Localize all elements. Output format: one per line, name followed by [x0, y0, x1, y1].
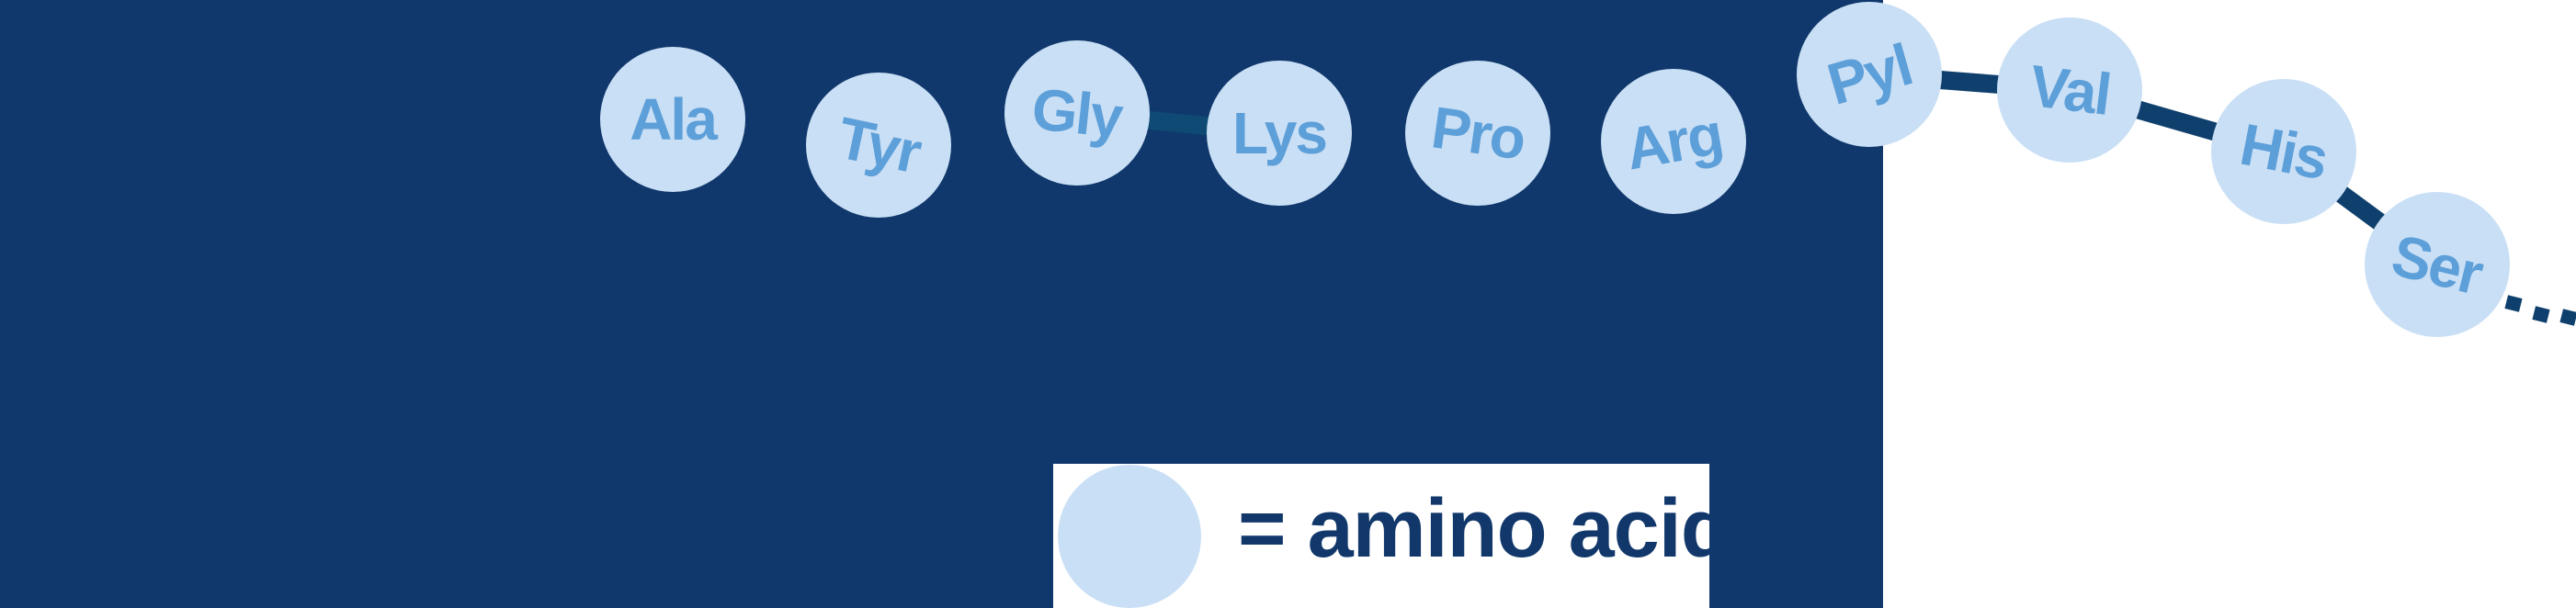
- amino-acid-symbol: [1058, 465, 1201, 608]
- legend-label: = amino acid: [1238, 483, 1709, 575]
- dotted-tail-dash: [2504, 295, 2523, 312]
- amino-acid-label: Pyl: [1820, 30, 1919, 118]
- dotted-tail-dash: [2532, 306, 2550, 323]
- amino-acid-node: Pro: [1405, 61, 1550, 206]
- amino-acid-label: Lys: [1232, 100, 1328, 166]
- amino-acid-label: Tyr: [832, 104, 925, 186]
- legend-card: = amino acid: [1053, 464, 1709, 608]
- amino-acid-label: His: [2235, 110, 2332, 193]
- amino-acid-node: His: [2211, 79, 2356, 224]
- amino-acid-node: Lys: [1207, 61, 1352, 206]
- amino-acid-node: Val: [1997, 17, 2142, 163]
- amino-acid-label: Ser: [2386, 221, 2489, 308]
- amino-acid-node: Ser: [2365, 192, 2510, 337]
- amino-acid-label: Val: [2026, 51, 2114, 129]
- amino-acid-node: Arg: [1601, 69, 1746, 214]
- amino-acid-node: Ala: [600, 47, 745, 192]
- amino-acid-node: Gly: [1004, 40, 1150, 186]
- amino-acid-label: Arg: [1620, 100, 1727, 183]
- amino-acid-node: Pyl: [1797, 2, 1942, 147]
- amino-acid-label: Gly: [1028, 75, 1126, 151]
- amino-acid-label: Pro: [1427, 94, 1528, 173]
- dotted-tail-dash: [2559, 309, 2576, 326]
- amino-acid-node: Tyr: [806, 73, 951, 218]
- amino-acid-label: Ala: [630, 86, 718, 152]
